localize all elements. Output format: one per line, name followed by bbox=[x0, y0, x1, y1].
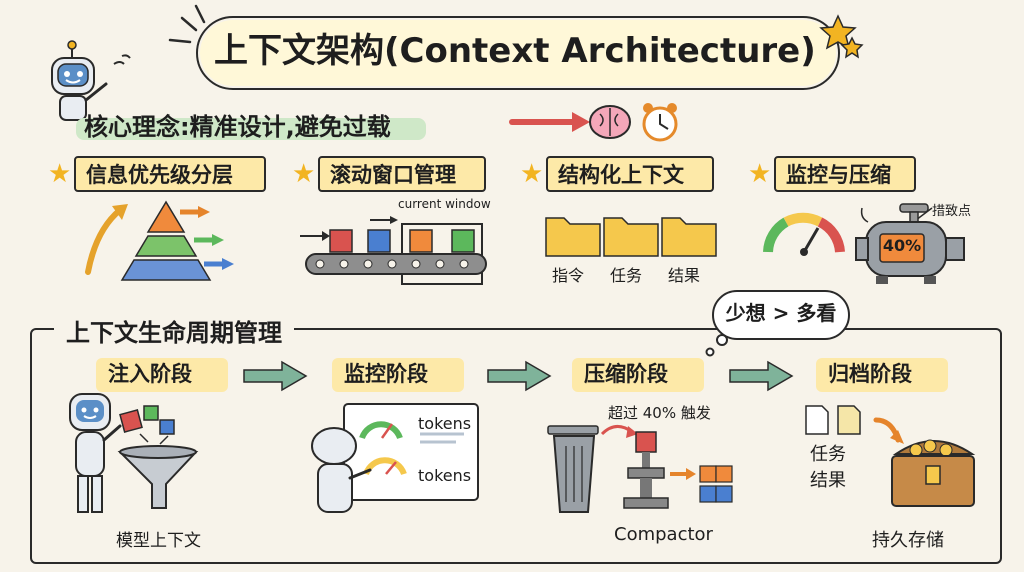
compactor-caption: Compactor bbox=[614, 524, 713, 545]
lifecycle-title: 上下文生命周期管理 bbox=[54, 313, 294, 348]
document-icon bbox=[805, 405, 861, 435]
archive-caption: 持久存储 bbox=[872, 530, 944, 551]
core-principle: 核心理念:精准设计,避免过载 bbox=[84, 113, 391, 141]
press-icon bbox=[623, 431, 669, 509]
funnel-icon bbox=[117, 445, 199, 509]
compress-trigger: 超过 40% 触发 bbox=[608, 404, 711, 422]
compressor-icon bbox=[855, 203, 965, 284]
conveyor-belt-icon bbox=[300, 216, 487, 285]
thought-bubble: 少想 > 多看 bbox=[712, 290, 850, 340]
stage-monitor: 监控阶段 bbox=[332, 358, 464, 392]
folder-label: 指令 bbox=[552, 266, 585, 285]
inject-caption: 模型上下文 bbox=[116, 531, 201, 551]
folder-icon bbox=[545, 217, 601, 257]
robot-icon bbox=[311, 427, 372, 513]
arrow-icon bbox=[860, 207, 869, 223]
inject-illustration bbox=[69, 393, 199, 513]
page-title: 上下文架构(Context Architecture) bbox=[214, 31, 816, 71]
folder-label: 任务 bbox=[610, 266, 643, 285]
stage-archive: 归档阶段 bbox=[816, 358, 948, 392]
gauge-icon bbox=[763, 212, 845, 256]
star-icon: ★ bbox=[520, 159, 544, 189]
compress-illustration bbox=[547, 425, 733, 513]
archive-note: 任务 bbox=[810, 444, 846, 465]
stage-inject: 注入阶段 bbox=[96, 358, 228, 392]
tokens-label: tokens bbox=[418, 414, 472, 433]
highlight bbox=[76, 118, 426, 140]
trash-icon bbox=[547, 425, 599, 513]
arrow-icon bbox=[729, 360, 794, 392]
principle-structured-context: 结构化上下文 bbox=[546, 156, 714, 192]
gauge-icon bbox=[359, 421, 403, 440]
folder-label: 结果 bbox=[668, 266, 701, 285]
lifecycle-panel bbox=[30, 328, 1002, 564]
monitor-illustration bbox=[311, 403, 479, 513]
robot-icon bbox=[51, 40, 131, 121]
treasure-chest-icon bbox=[873, 417, 976, 507]
folder-icon bbox=[661, 217, 717, 257]
gauge-icon bbox=[363, 457, 407, 476]
principle-rolling-window: 滚动窗口管理 bbox=[318, 156, 486, 192]
current-window-label: current window bbox=[398, 197, 491, 211]
compression-percent: 40% bbox=[882, 236, 922, 255]
archive-note: 结果 bbox=[810, 470, 846, 491]
brain-icon bbox=[589, 105, 631, 139]
robot-icon bbox=[69, 393, 122, 513]
arrow-icon bbox=[243, 360, 308, 392]
star-icon: ★ bbox=[48, 159, 72, 189]
tokens-label: tokens bbox=[418, 466, 472, 485]
checkpoint-note: 措致点 bbox=[932, 204, 972, 219]
star-icon: ★ bbox=[748, 159, 772, 189]
principle-monitor-compress: 监控与压缩 bbox=[774, 156, 916, 192]
star-icon bbox=[819, 14, 864, 59]
star-icon: ★ bbox=[292, 159, 316, 189]
title-cloud bbox=[196, 16, 840, 90]
core-decoration bbox=[509, 103, 678, 142]
folder-icon bbox=[603, 217, 659, 257]
principle-priority-layers: 信息优先级分层 bbox=[74, 156, 266, 192]
stage-compress: 压缩阶段 bbox=[572, 358, 704, 392]
pyramid-icon bbox=[85, 200, 234, 281]
thought-bubble-dots bbox=[705, 334, 728, 357]
alarm-clock-icon bbox=[642, 103, 678, 142]
arrow-icon bbox=[487, 360, 552, 392]
